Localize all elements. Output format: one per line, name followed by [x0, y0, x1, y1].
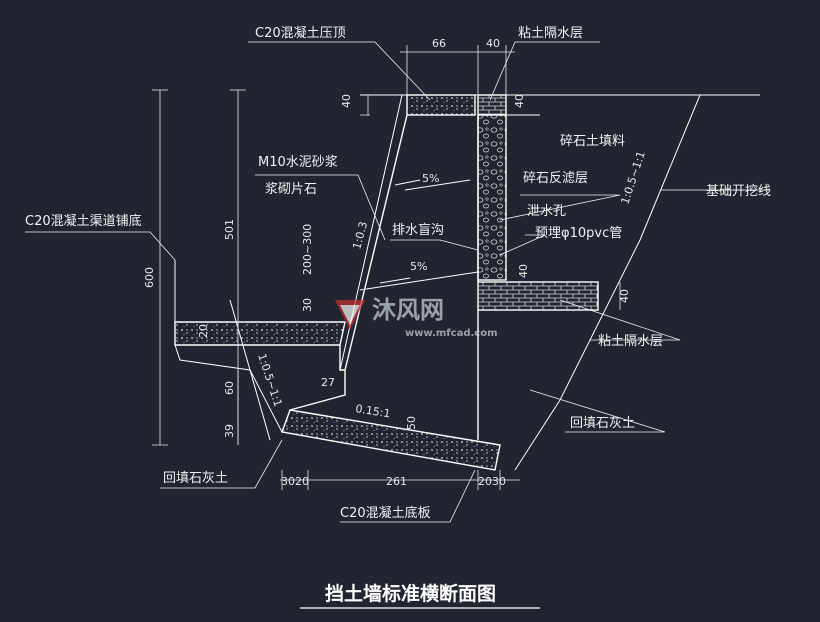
- dim-3020: 3020: [281, 475, 309, 488]
- dimension-lines: [152, 45, 621, 490]
- dim-2030: 2030: [478, 475, 506, 488]
- excavation-line: [514, 94, 701, 471]
- leader-lines: [25, 41, 770, 523]
- dim-600: 600: [143, 267, 156, 288]
- dim-wall-40: 40: [513, 94, 526, 108]
- drawing-title: 挡土墙标准横断面图: [325, 582, 496, 605]
- dim-coping-40: 40: [340, 94, 353, 108]
- dim-30: 30: [301, 298, 314, 312]
- label-rubble: 浆砌片石: [265, 182, 317, 197]
- wall-front-face: [344, 114, 408, 371]
- dim-60: 60: [223, 381, 236, 395]
- label-excavation: 基础开挖线: [706, 184, 771, 199]
- wall-structure: [174, 94, 760, 471]
- label-coping: C20混凝土压顶: [255, 25, 346, 41]
- dim-right-40b: 40: [618, 289, 631, 303]
- lower-drain-grade: [359, 271, 479, 291]
- watermark-url: www.mfcad.com: [405, 328, 498, 339]
- label-mortar: M10水泥砂浆: [258, 155, 338, 170]
- gravel-filter-column: [477, 114, 507, 281]
- dim-right-40: 40: [517, 264, 530, 278]
- slope-left: 1:0.5~1:1: [255, 352, 284, 408]
- dim-66: 66: [432, 37, 446, 50]
- dim-39: 39: [223, 424, 236, 438]
- dim-501: 501: [223, 219, 236, 240]
- wall-toe: [289, 345, 346, 411]
- coping-block: [406, 94, 476, 116]
- watermark-logo-icon: [335, 300, 365, 330]
- slope-base: 0.15:1: [355, 402, 392, 420]
- dim-20: 20: [197, 324, 210, 338]
- watermark-brand: 沐风网: [372, 296, 444, 324]
- dim-27: 27: [321, 376, 335, 389]
- clay-layer-top: [477, 94, 507, 116]
- clay-layer-right: [477, 281, 599, 311]
- dim-261: 261: [386, 475, 407, 488]
- dim-top-40: 40: [486, 37, 500, 50]
- label-weep-hole: 泄水孔: [527, 204, 566, 219]
- label-base-slab: C20混凝土底板: [340, 505, 431, 521]
- left-slope-line: [229, 299, 271, 441]
- grade-lower: 5%: [410, 260, 427, 273]
- slope-right: 1:0.5~1:1: [618, 149, 647, 205]
- base-slab: [281, 409, 501, 471]
- dim-50: 50: [405, 416, 418, 430]
- label-channel: C20混凝土渠道铺底: [25, 213, 142, 229]
- upper-drain-grade: [404, 179, 471, 191]
- slope-wall-batter: 1:0.3: [350, 220, 370, 251]
- label-backfill-right: 回填石灰土: [570, 416, 635, 431]
- dimension-values: 66 40 40 40 600 501 200~300 30 60 39 20 …: [143, 37, 631, 488]
- label-clay-right: 粘土隔水层: [598, 334, 663, 349]
- label-backfill-left: 回填石灰土: [163, 471, 228, 486]
- watermark: 沐风网 www.mfcad.com: [335, 296, 498, 339]
- dim-200-300: 200~300: [301, 224, 314, 275]
- label-filter: 碎石反滤层: [523, 171, 588, 186]
- label-clay-top: 粘土隔水层: [518, 26, 583, 41]
- grade-upper: 5%: [422, 172, 439, 185]
- label-drain: 排水盲沟: [392, 222, 444, 238]
- label-gravel-fill: 碎石土填料: [560, 134, 625, 149]
- labels: C20混凝土压顶 粘土隔水层 碎石土填料 M10水泥砂浆 浆砌片石 碎石反滤层 …: [25, 25, 771, 521]
- label-pipe: 预埋φ10pvc管: [535, 226, 622, 241]
